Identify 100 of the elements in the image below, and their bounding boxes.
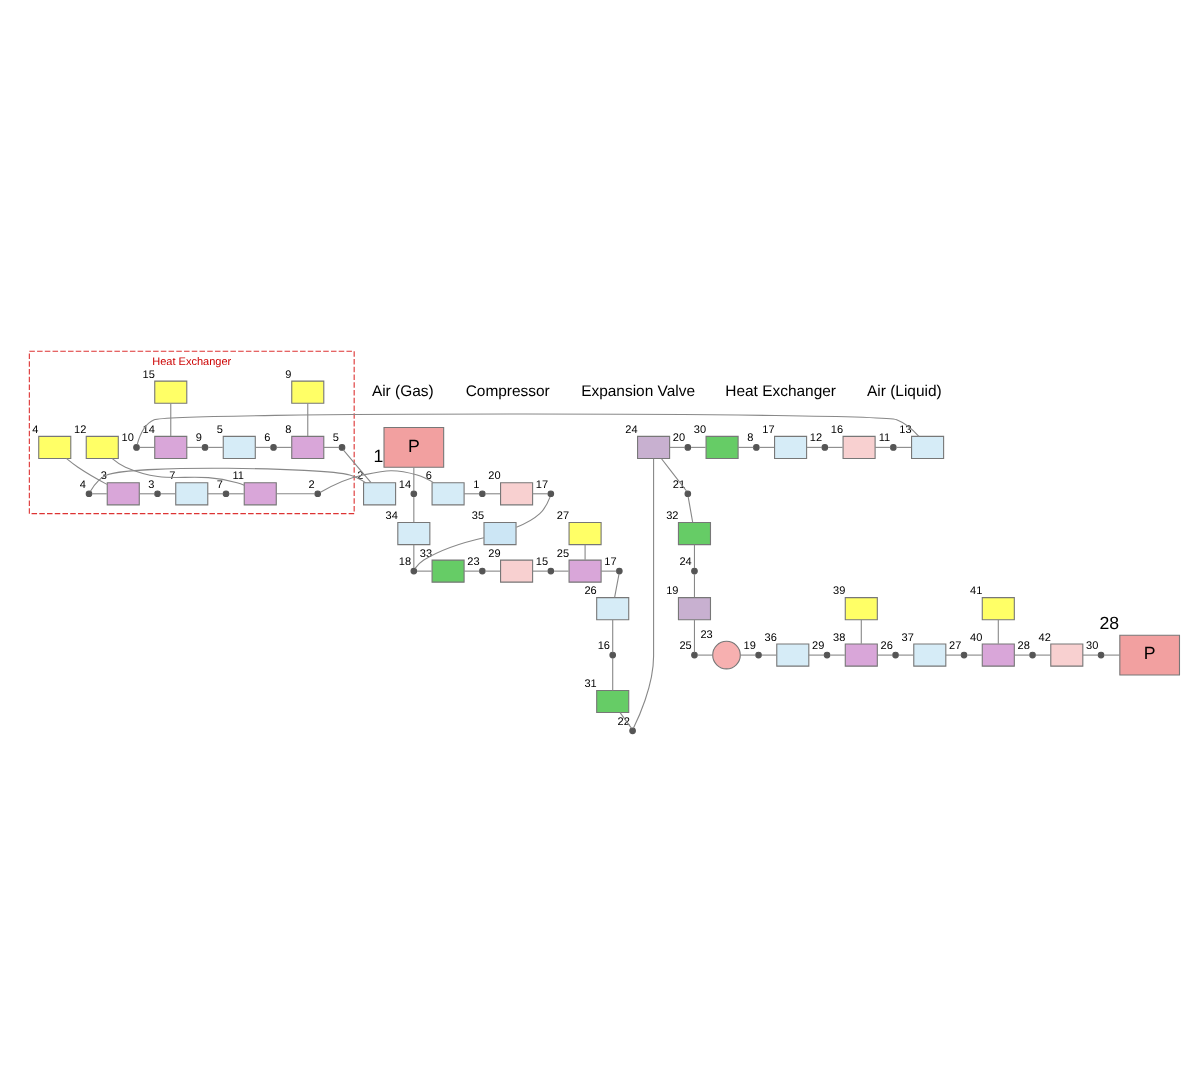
node-box [705,435,739,459]
connector [687,496,694,523]
node-dot [547,490,555,498]
node-box [500,482,534,506]
node-dot [890,444,897,451]
connector [275,493,316,495]
node-box [175,482,209,506]
node-box [568,559,602,583]
connector [413,466,415,492]
connector [614,573,620,598]
node-dot [821,444,829,451]
node-dot [616,567,623,575]
connector [966,654,983,656]
connector [307,402,309,437]
connector [515,496,551,528]
node-box: P [1119,634,1181,676]
node-box [222,435,256,459]
node-box [596,597,630,621]
node-dot [338,444,346,451]
connector [761,654,777,656]
node-dot [629,727,636,735]
connector [1103,654,1121,656]
connector [1013,654,1031,656]
node-dot [133,444,140,451]
node-dot [1029,651,1036,659]
node-dot [410,567,418,575]
node-dot [892,651,899,659]
node-box [431,559,465,583]
connector [463,570,481,572]
node-box [431,482,465,506]
connector [997,619,999,645]
node-box [154,435,188,459]
node-box [981,597,1015,621]
node-label: 28 [1099,613,1120,634]
node-box [844,643,878,667]
node-dot [154,490,161,498]
node-circle [712,640,741,670]
connector [413,496,415,523]
connector [254,446,272,448]
node-box [483,521,517,546]
connector [414,537,485,569]
connector [693,544,695,569]
node-box [363,482,397,506]
node-dot [755,651,762,659]
connector [632,458,655,729]
node-box [500,559,534,583]
node-dot [85,490,93,498]
connector [827,446,844,448]
node-box [677,597,712,621]
connector [690,446,707,448]
connector [829,654,846,656]
connector [876,654,894,656]
node-dot [410,490,418,498]
connector [416,570,433,572]
node-box [568,521,602,546]
connector [170,402,172,437]
node-box [397,521,431,546]
node-dot [823,651,831,659]
connector [138,493,156,495]
connector [584,544,586,561]
node-dot [684,490,692,498]
node-box [981,643,1015,667]
connector [696,654,713,656]
connector [413,544,415,569]
node-box [637,435,671,459]
node-dot [684,444,692,451]
connector [693,573,695,598]
node-box [154,380,188,404]
node-label: 1 [373,445,384,466]
node-dot [314,490,322,498]
node-box [85,435,119,459]
connector [693,619,695,653]
node-box [291,380,325,404]
node-box [243,482,277,506]
node-box [911,435,945,459]
connector [612,657,614,691]
node-box [774,435,808,459]
node-dot [270,444,277,451]
node-dot [479,490,486,498]
node-box [913,643,947,667]
connector [532,570,549,572]
connector [342,449,372,483]
connector [808,654,825,656]
node-dot [201,444,209,451]
connector [89,467,367,492]
connector [553,570,570,572]
node-dot [222,490,230,498]
node-dot [547,567,555,575]
node-box [776,643,810,667]
connector [898,654,914,656]
connector [207,446,224,448]
connector [65,457,108,485]
connector [661,458,688,492]
node-box [842,435,876,459]
node-box [291,435,325,459]
connector [228,493,245,495]
node-dot [609,651,617,659]
connector [600,570,618,572]
node-box [38,435,72,459]
connector [91,493,108,495]
